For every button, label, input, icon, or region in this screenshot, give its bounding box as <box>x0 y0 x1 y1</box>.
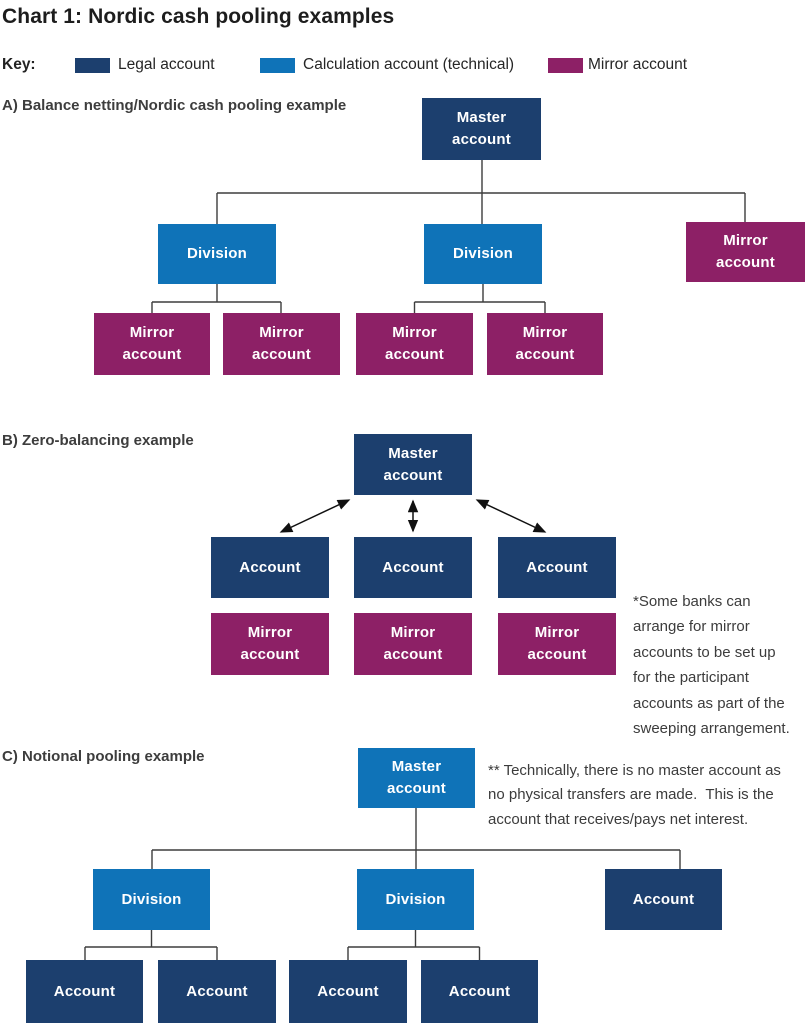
box-a-mirror-1: Mirror account <box>94 313 210 375</box>
section-b-note: *Some banks can arrange for mirror accou… <box>633 593 790 738</box>
box-b-master: Master account <box>354 434 472 495</box>
box-b-mirror-1: Mirror account <box>211 613 329 675</box>
legend-swatch-legal <box>75 58 110 73</box>
box-a-master: Master account <box>422 98 541 160</box>
chart-title: Chart 1: Nordic cash pooling examples <box>2 5 395 28</box>
section-c-note: ** Technically, there is no master accou… <box>488 762 781 828</box>
box-a-mirror-4: Mirror account <box>487 313 603 375</box>
box-a-division-2: Division <box>424 224 542 284</box>
section-a-connectors <box>151 160 746 313</box>
legend-swatch-mirror <box>548 58 583 73</box>
box-b-account-3: Account <box>498 537 616 598</box>
section-c-connectors <box>84 808 681 960</box>
box-b-account-1: Account <box>211 537 329 598</box>
box-b-mirror-2: Mirror account <box>354 613 472 675</box>
legend-label-calculation: Calculation account (technical) <box>303 56 515 73</box>
flow-arrow-left <box>279 499 351 533</box>
box-c-account-3: Account <box>289 960 407 1023</box>
box-a-mirror-2: Mirror account <box>223 313 340 375</box>
flow-arrow-right <box>475 499 547 533</box>
legend-swatch-calculation <box>260 58 295 73</box>
legend-label-legal: Legal account <box>118 56 215 73</box>
box-c-master: Master account <box>358 748 475 808</box>
box-c-account-4: Account <box>421 960 538 1023</box>
box-c-division-2: Division <box>357 869 474 930</box>
box-c-account-1: Account <box>26 960 143 1023</box>
box-c-account-2: Account <box>158 960 276 1023</box>
box-a-mirror-3: Mirror account <box>356 313 473 375</box>
key-label: Key: <box>2 56 36 73</box>
box-c-division-1: Division <box>93 869 210 930</box>
box-b-mirror-3: Mirror account <box>498 613 616 675</box>
legend-label-mirror: Mirror account <box>588 56 688 73</box>
box-a-mirror-right: Mirror account <box>686 222 805 282</box>
section-b-heading: B) Zero-balancing example <box>2 432 194 449</box>
box-b-account-2: Account <box>354 537 472 598</box>
box-c-account-right: Account <box>605 869 722 930</box>
box-a-division-1: Division <box>158 224 276 284</box>
section-b-arrows <box>279 499 547 533</box>
section-c-heading: C) Notional pooling example <box>2 748 205 765</box>
section-a-heading: A) Balance netting/Nordic cash pooling e… <box>2 97 347 114</box>
